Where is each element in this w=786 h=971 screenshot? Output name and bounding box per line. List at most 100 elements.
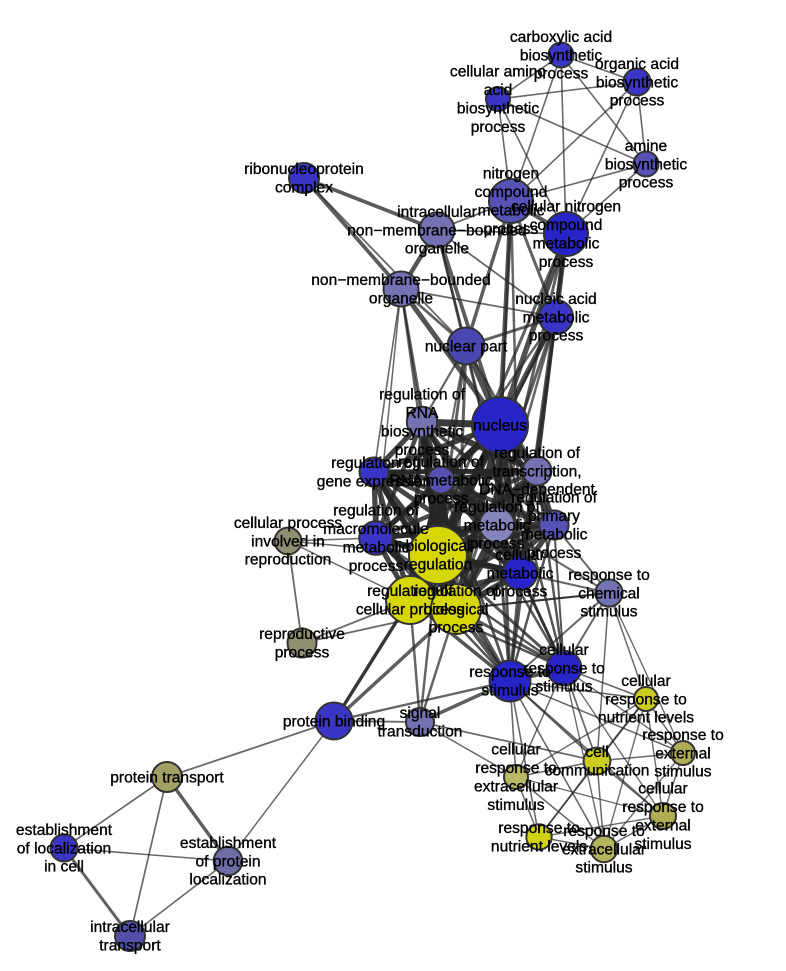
svg-text:RNA: RNA [406, 405, 440, 422]
svg-text:biosynthetic: biosynthetic [520, 47, 603, 64]
svg-text:cellular process: cellular process [356, 602, 465, 619]
svg-text:process: process [349, 558, 404, 575]
svg-text:protein transport: protein transport [110, 769, 224, 786]
svg-text:compound: compound [530, 217, 603, 234]
svg-text:extracellular: extracellular [562, 841, 646, 858]
svg-text:compound: compound [475, 184, 548, 201]
svg-text:metabolic: metabolic [521, 527, 588, 544]
svg-text:response to: response to [605, 691, 687, 708]
svg-text:cellular process: cellular process [234, 515, 343, 532]
svg-text:external: external [655, 745, 710, 762]
svg-text:macromolecule: macromolecule [323, 521, 429, 538]
svg-text:regulation of: regulation of [413, 583, 499, 600]
svg-text:stimulus: stimulus [575, 860, 632, 877]
svg-text:process: process [529, 328, 584, 345]
svg-text:cellular nitrogen: cellular nitrogen [511, 199, 621, 216]
svg-text:nutrient levels: nutrient levels [491, 839, 587, 856]
svg-text:process: process [610, 93, 665, 110]
svg-text:stimulus: stimulus [634, 836, 691, 853]
svg-text:nucleus: nucleus [473, 417, 527, 434]
svg-text:biosynthetic: biosynthetic [457, 101, 540, 118]
svg-text:organelle: organelle [405, 241, 469, 258]
svg-text:complex: complex [275, 180, 333, 197]
svg-text:regulation of: regulation of [494, 445, 580, 462]
svg-text:extracellular: extracellular [474, 779, 558, 796]
svg-text:regulation of: regulation of [511, 490, 597, 507]
svg-text:response to: response to [642, 727, 724, 744]
svg-text:biological: biological [423, 601, 488, 618]
svg-text:in cell: in cell [44, 859, 84, 876]
svg-text:process: process [275, 645, 330, 662]
svg-text:biosynthetic: biosynthetic [605, 156, 688, 173]
svg-text:process: process [471, 119, 526, 136]
svg-text:transcription,: transcription, [492, 463, 581, 480]
svg-text:process: process [534, 66, 589, 83]
svg-text:of protein: of protein [195, 853, 260, 870]
svg-text:cell: cell [585, 744, 608, 761]
svg-text:intracellular: intracellular [397, 204, 477, 221]
svg-text:intracellular: intracellular [90, 919, 170, 936]
svg-text:stimulus: stimulus [580, 604, 637, 621]
svg-text:non−membrane−bounded: non−membrane−bounded [347, 222, 526, 239]
svg-text:communication: communication [545, 763, 650, 780]
svg-text:regulation of: regulation of [454, 499, 540, 516]
svg-text:response to: response to [563, 823, 645, 840]
svg-text:RNA metabolic: RNA metabolic [389, 472, 492, 489]
svg-text:biosynthetic: biosynthetic [381, 424, 464, 441]
svg-text:nucleic acid: nucleic acid [515, 291, 596, 308]
svg-text:response to: response to [568, 567, 650, 584]
svg-text:regulation: regulation [404, 557, 473, 574]
svg-text:external: external [635, 818, 690, 835]
svg-text:metabolic: metabolic [343, 540, 410, 557]
svg-text:establishment: establishment [180, 835, 277, 852]
svg-text:stimulus: stimulus [487, 797, 544, 814]
svg-text:stimulus: stimulus [535, 679, 592, 696]
svg-text:stimulus: stimulus [654, 764, 711, 781]
svg-text:metabolic: metabolic [464, 517, 531, 534]
svg-text:cellular: cellular [491, 742, 540, 759]
svg-text:biosynthetic: biosynthetic [596, 74, 679, 91]
svg-text:metabolic: metabolic [523, 309, 590, 326]
svg-text:response to: response to [469, 664, 551, 681]
svg-text:carboxylic acid: carboxylic acid [510, 29, 612, 46]
svg-text:cellular: cellular [539, 642, 588, 659]
svg-text:regulation of: regulation of [398, 454, 484, 471]
svg-text:process: process [414, 491, 469, 508]
svg-text:regulation of: regulation of [367, 583, 453, 600]
svg-text:reproductive: reproductive [259, 626, 345, 643]
svg-text:process: process [395, 442, 450, 459]
svg-text:process: process [429, 620, 484, 637]
svg-text:response to: response to [523, 660, 605, 677]
svg-text:metabolic: metabolic [533, 236, 600, 253]
svg-text:DNA−dependent: DNA−dependent [479, 482, 595, 499]
svg-text:cellular: cellular [638, 781, 687, 798]
svg-text:transport: transport [99, 938, 161, 955]
svg-text:ribonucleoprotein: ribonucleoprotein [244, 161, 364, 178]
svg-text:process: process [484, 221, 539, 238]
svg-text:regulation of: regulation of [331, 455, 417, 472]
svg-text:response to: response to [622, 799, 704, 816]
svg-text:regulation of: regulation of [379, 387, 465, 404]
svg-text:involved in: involved in [251, 533, 325, 550]
svg-text:gene expression: gene expression [317, 474, 431, 491]
svg-text:amine: amine [625, 138, 667, 155]
svg-text:stimulus: stimulus [481, 683, 538, 700]
svg-text:response to: response to [475, 760, 557, 777]
svg-text:chemical: chemical [578, 585, 640, 602]
svg-text:process: process [539, 254, 594, 271]
svg-text:nitrogen: nitrogen [483, 166, 539, 183]
svg-text:primary: primary [528, 508, 580, 525]
svg-text:cellular: cellular [621, 673, 670, 690]
svg-text:organic acid: organic acid [595, 56, 679, 73]
svg-text:process: process [527, 545, 582, 562]
svg-text:protein binding: protein binding [283, 713, 385, 730]
svg-text:of localization: of localization [17, 840, 111, 857]
svg-text:signal: signal [400, 705, 441, 722]
svg-text:regulation of: regulation of [333, 503, 419, 520]
svg-text:biological: biological [405, 538, 470, 555]
svg-text:nutrient levels: nutrient levels [598, 710, 694, 727]
svg-text:transduction: transduction [378, 724, 463, 741]
svg-text:acid: acid [484, 82, 513, 99]
svg-text:process: process [470, 536, 525, 553]
svg-text:reproduction: reproduction [245, 552, 332, 569]
